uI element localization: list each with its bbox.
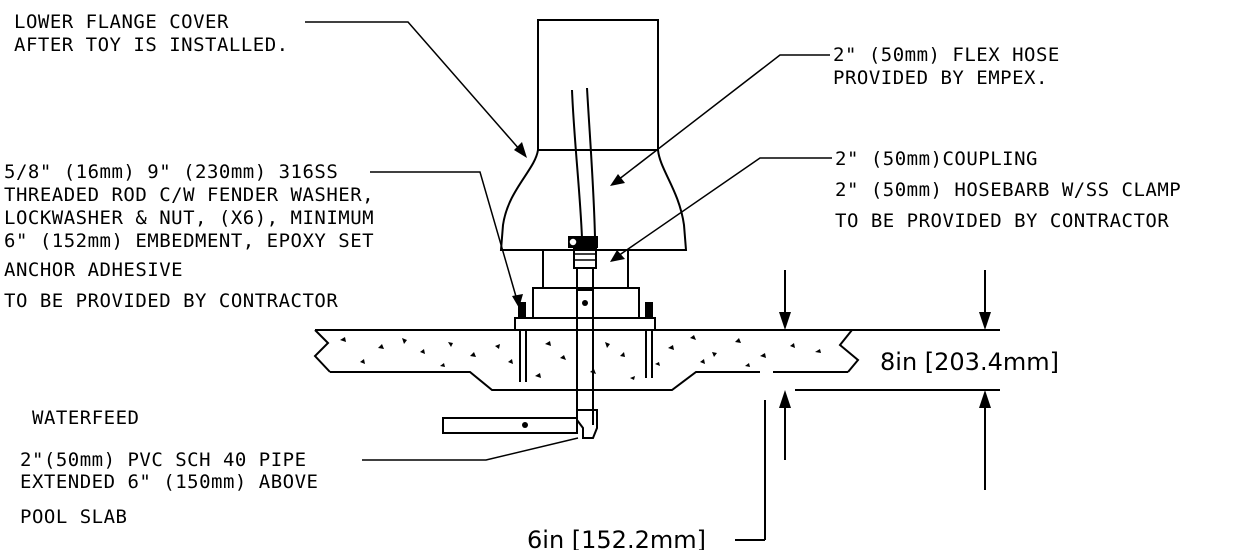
horizontal-pipe [442,417,578,434]
annotation-flange: LOWER FLANGE COVER AFTER TOY IS INSTALLE… [14,11,289,56]
label-coupling-line1: 2" (50mm)COUPLING [835,148,1038,170]
annotation-coupling: 2" (50mm)COUPLING 2" (50mm) HOSEBARB W/S… [835,148,1181,232]
label-rod-line6: TO BE PROVIDED BY CONTRACTOR [4,290,338,312]
leader-lines [305,21,832,461]
label-waterfeed-line2: 2"(50mm) PVC SCH 40 PIPE [20,449,307,471]
annotation-hose: 2" (50mm) FLEX HOSE PROVIDED BY EMPEX. [833,44,1060,89]
flex-hose [568,87,598,291]
label-waterfeed-line1: WATERFEED [32,407,139,429]
waterfeed-pipe [442,290,598,439]
label-hose-line2: PROVIDED BY EMPEX. [833,67,1048,89]
dim-slab-thickness-label: 8in [203.4mm] [880,348,1059,376]
fender-washer-plate [514,317,656,331]
label-coupling-line2: 2" (50mm) HOSEBARB W/SS CLAMP [835,179,1181,201]
label-waterfeed-line3: EXTENDED 6" (150mm) ABOVE [20,471,318,493]
label-flange-line2: AFTER TOY IS INSTALLED. [14,34,289,56]
label-rod-line2: THREADED ROD C/W FENDER WASHER, [4,184,374,206]
annotation-rod: 5/8" (16mm) 9" (230mm) 316SS THREADED RO… [4,161,374,312]
label-rod-line5: ANCHOR ADHESIVE [4,259,183,281]
toy-upper-column [537,19,659,151]
concrete-aggregate [340,335,821,380]
anchor-rods [518,302,653,382]
dimension-slab-thickness [779,270,991,490]
annotation-waterfeed: WATERFEED 2"(50mm) PVC SCH 40 PIPE EXTEN… [20,407,318,528]
label-rod-line3: LOCKWASHER & NUT, (X6), MINIMUM [4,207,374,229]
label-flange-line1: LOWER FLANGE COVER [14,11,229,33]
dimension-pipe-extension [735,400,766,541]
dim-pipe-extension-label: 6in [152.2mm] [527,526,706,550]
toy-body [499,19,688,331]
label-waterfeed-line4: POOL SLAB [20,506,127,528]
label-rod-line1: 5/8" (16mm) 9" (230mm) 316SS [4,161,338,183]
label-hose-line1: 2" (50mm) FLEX HOSE [833,44,1060,66]
concrete-slab [313,329,1000,391]
label-rod-line4: 6" (152mm) EMBEDMENT, EPOXY SET [4,230,374,252]
label-coupling-line3: TO BE PROVIDED BY CONTRACTOR [835,210,1169,232]
